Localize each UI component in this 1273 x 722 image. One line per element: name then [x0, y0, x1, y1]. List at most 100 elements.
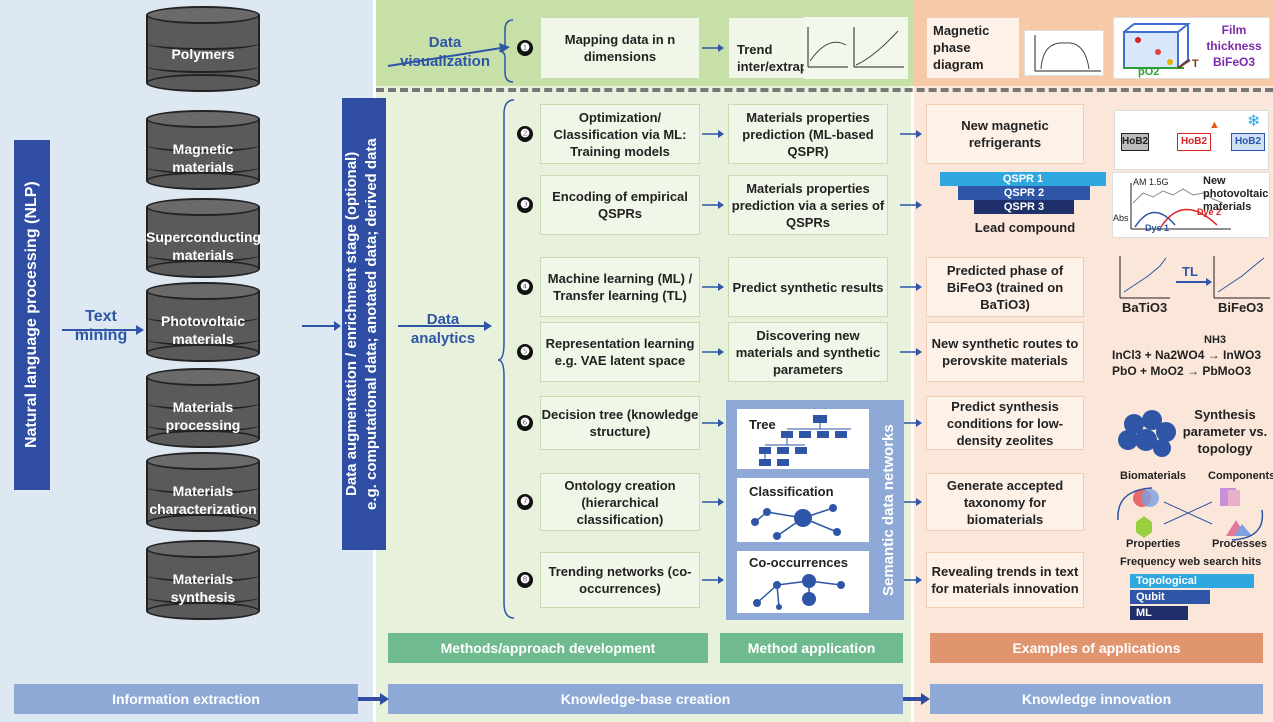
bio-icon — [1117, 487, 1264, 541]
method-box: Representation learning e.g. VAE latent … — [540, 322, 700, 382]
hob2-cold: HoB2 — [1231, 133, 1265, 151]
batio3-label: BaTiO3 — [1122, 300, 1168, 315]
footer-application: Method application — [720, 633, 903, 663]
method-arrow — [702, 130, 724, 138]
example-box: New synthetic routes to perovskite mater… — [926, 322, 1084, 382]
footer-examples: Examples of applications — [930, 633, 1263, 663]
augmentation-line2: e.g. computational data; anotated data; … — [363, 138, 380, 510]
example-box: Predict synthesis conditions for low-den… — [926, 396, 1084, 450]
step-number: ❼ — [517, 494, 533, 510]
augmentation-line1: Data augmentation / enrichment stage (op… — [343, 151, 360, 497]
method-box: Decision tree (knowledge structure) — [540, 396, 700, 450]
application-arrow — [900, 130, 922, 138]
step-number: ❷ — [517, 126, 533, 142]
visualization-brace — [498, 19, 514, 83]
tl-arrow-label: TL — [1182, 264, 1198, 279]
snowflake-icon: ❄ — [1247, 113, 1261, 130]
reaction-1: InCl3 + Na2WO4 → InWO3 — [1112, 348, 1262, 362]
abs-label: Abs — [1113, 213, 1129, 223]
phase-diagram-graphic — [1024, 30, 1104, 76]
bio-label-processes: Processes — [1212, 538, 1268, 550]
freq-bar-ml: ML — [1130, 606, 1188, 620]
data-visualization-line2: visualization — [399, 53, 491, 70]
method-box: Trending networks (co-occurrences) — [540, 552, 700, 608]
zeolite-label: Synthesis parameter vs. topology — [1182, 407, 1268, 456]
lead-compound-label: Lead compound — [974, 220, 1076, 235]
method-arrow — [702, 201, 724, 209]
text-mining-line2: mining — [74, 327, 128, 344]
classification-icon — [751, 504, 841, 540]
zeolite-icon — [1118, 410, 1176, 457]
database-label: Magnetic materials — [172, 141, 234, 175]
po2-label: pO2 — [1138, 66, 1160, 78]
method-box: Optimization/ Classification via ML: Tra… — [540, 104, 700, 164]
database-label: Materials processing — [165, 399, 241, 433]
biomaterials-graphic: Biomaterials Components Properties Proce… — [1112, 470, 1273, 550]
freq-bar-topological: Topological — [1130, 574, 1254, 588]
method-arrow — [702, 283, 724, 291]
film-thickness-graphic: Film thickness BiFeO3 pO2 T — [1113, 17, 1270, 79]
augmentation-text: Data augmentation / enrichment stage (op… — [342, 98, 386, 550]
classification-box: Classification — [735, 476, 871, 544]
transfer-learning-graphic: TL BaTiO3 BiFeO3 — [1114, 252, 1272, 318]
step-number: ❺ — [517, 344, 533, 360]
hob2-first: HoB2 — [1121, 133, 1149, 151]
flame-icon: ▲ — [1209, 119, 1220, 131]
zeolite-graphic: Synthesis parameter vs. topology — [1112, 402, 1272, 464]
example-box: Revealing trends in text for materials i… — [926, 552, 1084, 608]
am15-label: AM 1.5G — [1133, 177, 1169, 187]
data-analytics-label: Data analytics — [398, 310, 488, 348]
augmentation-bar: Data augmentation / enrichment stage (op… — [342, 98, 386, 550]
database-materials-characterization: Materials characterization — [146, 452, 260, 532]
classification-title: Classification — [749, 484, 834, 499]
hob2-hot: HoB2 — [1177, 133, 1211, 151]
step-number: ❽ — [517, 572, 533, 588]
application-box: Materials properties prediction (ML-base… — [728, 104, 888, 164]
analytics-brace — [497, 99, 515, 619]
t-label: T — [1192, 58, 1199, 70]
data-visualization-label: Data visualization — [392, 33, 498, 71]
database-label: Materials synthesis — [170, 571, 236, 605]
film-thickness-label: Film thickness BiFeO3 — [1206, 23, 1262, 69]
bio-label-components: Components — [1208, 470, 1273, 482]
footer-knowledge-innovation: Knowledge innovation — [930, 684, 1263, 714]
cooccurrence-box: Co-occurrences — [735, 549, 871, 615]
data-analytics-line2: analytics — [410, 330, 476, 347]
analytics-arrow — [398, 321, 492, 331]
footer-knowledge-base: Knowledge-base creation — [388, 684, 903, 714]
step-number: ❸ — [517, 197, 533, 213]
step-number: ❹ — [517, 279, 533, 295]
database-label: Superconducting materials — [146, 229, 262, 263]
application-box: Predict synthetic results — [728, 257, 888, 317]
new-photovoltaic-label: New photovoltaic materials — [1203, 175, 1269, 213]
method-box: Machine learning (ML) / Transfer learnin… — [540, 257, 700, 317]
method-arrow — [702, 498, 724, 506]
qspr-stack: QSPR 1 QSPR 2 QSPR 3 Lead compound — [940, 170, 1110, 240]
dye1-label: Dye 1 — [1145, 223, 1170, 233]
frequency-title: Frequency web search hits — [1120, 556, 1262, 568]
nlp-label: Natural language processing (NLP) — [23, 181, 40, 449]
cooccurrence-icon — [753, 574, 845, 610]
text-mining-label: Text mining — [62, 307, 140, 345]
application-box: Discovering new materials and synthetic … — [728, 322, 888, 382]
reaction-2: PbO + MoO2 → PbMoO3 — [1112, 364, 1252, 378]
freq-bar-qubit: Qubit — [1130, 590, 1210, 604]
trend-graphic — [804, 17, 908, 79]
example-box: Predicted phase of BiFeO3 (trained on Ba… — [926, 257, 1084, 317]
application-arrow — [900, 201, 922, 209]
method-box: Mapping data in n dimensions — [540, 17, 700, 79]
example-box: Magnetic phase diagram — [926, 17, 1020, 79]
database-label: Polymers — [171, 46, 235, 62]
database-materials-processing: Materials processing — [146, 368, 260, 448]
tree-box: Tree — [735, 407, 871, 471]
database-label: Materials characterization — [149, 483, 257, 517]
method-arrow — [702, 44, 724, 52]
application-box: Materials properties prediction via a se… — [728, 175, 888, 235]
step-number: ❶ — [517, 40, 533, 56]
text-mining-arrow — [62, 325, 144, 335]
method-box: Ontology creation (hierarchical classifi… — [540, 473, 700, 531]
database-polymers: Polymers — [146, 6, 260, 92]
bio-label-properties: Properties — [1126, 538, 1181, 550]
text-mining-line1: Text — [85, 308, 117, 325]
nlp-bar: Natural language processing (NLP) — [14, 140, 50, 490]
